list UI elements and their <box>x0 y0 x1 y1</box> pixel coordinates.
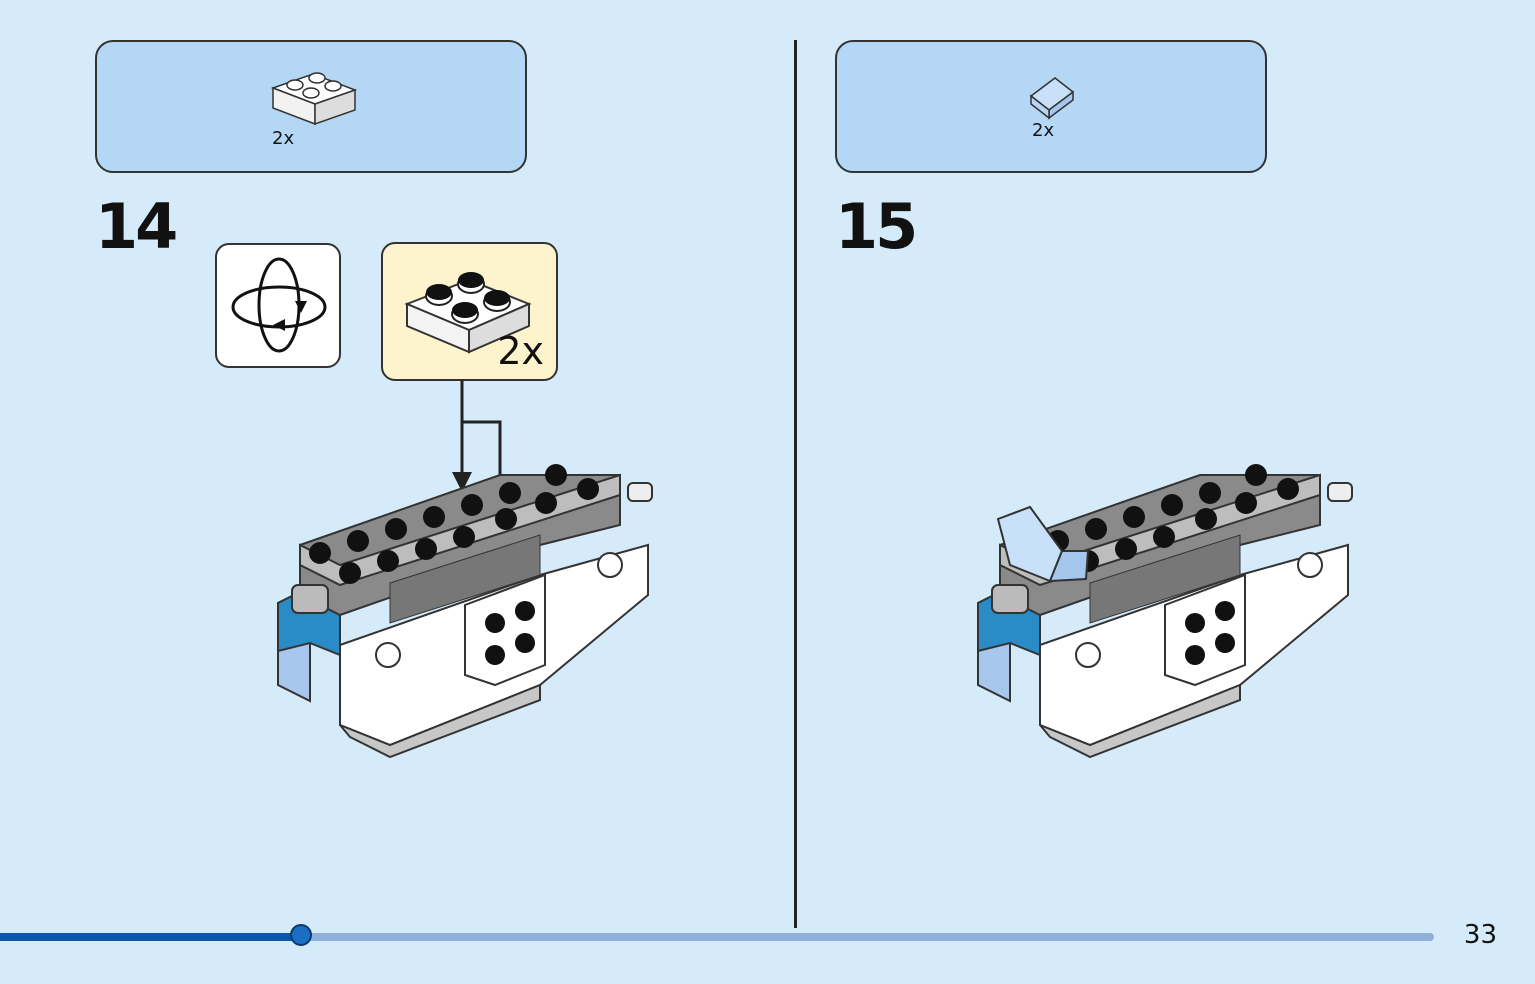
plate-2x2-callout-icon <box>404 272 532 354</box>
model-step-15 <box>977 464 1353 759</box>
parts-list-step-15: 2x <box>835 40 1267 173</box>
step-number-14: 14 <box>95 190 178 263</box>
callout-qty: 2x <box>497 329 544 373</box>
rotate-model-icon <box>231 257 327 353</box>
progress-track <box>0 933 1434 941</box>
progress-knob <box>290 924 312 946</box>
slope-tile-icon <box>1029 77 1075 120</box>
parts-list-step-14: 2x <box>95 40 527 173</box>
step-number-15: 15 <box>835 190 918 263</box>
parts-qty-step-15: 2x <box>1032 120 1055 141</box>
rotate-model-callout <box>215 243 341 368</box>
progress-fill <box>0 933 301 941</box>
plate-2x2-icon <box>270 72 358 126</box>
sub-step-callout: 2x <box>381 242 558 381</box>
page-number: 33 <box>1463 920 1497 950</box>
model-step-14 <box>277 464 653 759</box>
parts-qty-step-14: 2x <box>272 128 295 149</box>
step-divider <box>794 40 797 928</box>
